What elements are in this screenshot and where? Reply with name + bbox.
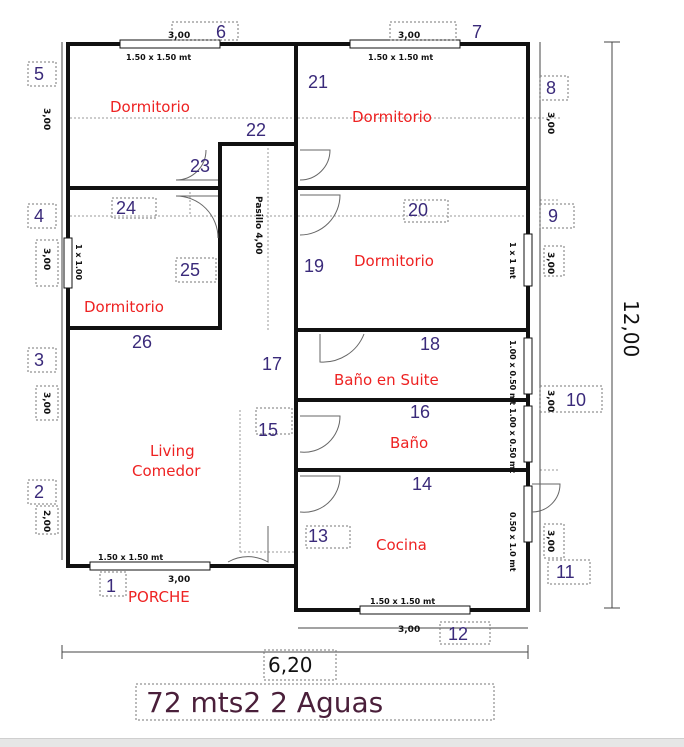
ref-number-26: 26 xyxy=(132,332,152,352)
window-label-bano: 1.00 x 0.50 mt xyxy=(508,408,517,473)
ref-number-3: 3 xyxy=(34,350,44,370)
ref-number-15: 15 xyxy=(258,420,278,440)
pasillo-label: Pasillo 4,00 xyxy=(253,196,263,255)
ref-number-6: 6 xyxy=(216,22,226,42)
dim-top-left: 3,00 xyxy=(168,31,190,41)
dim-left-bottom: 2,00 xyxy=(41,510,51,532)
dim-left-lower: 3,00 xyxy=(41,392,51,414)
ref-number-16: 16 xyxy=(410,402,430,422)
ref-number-7: 7 xyxy=(472,22,482,42)
ref-number-23: 23 xyxy=(190,156,210,176)
dim-top-right: 3,00 xyxy=(398,31,420,41)
dim-porche: 3,00 xyxy=(168,575,190,585)
room-living: Living xyxy=(150,442,195,460)
ref-number-24: 24 xyxy=(116,198,136,218)
footer-title: 72 mts2 2 Aguas xyxy=(146,686,383,719)
room-bano-suite: Baño en Suite xyxy=(334,371,439,389)
window-label-suite: 1.00 x 0.50 mt xyxy=(508,340,517,405)
ref-number-14: 14 xyxy=(412,474,432,494)
ref-number-13: 13 xyxy=(308,526,328,546)
window-label-living: 1.50 x 1.50 mt xyxy=(98,553,163,562)
ref-number-20: 20 xyxy=(408,200,428,220)
room-porche: PORCHE xyxy=(128,588,190,606)
ref-number-11: 11 xyxy=(556,562,575,582)
ref-number-8: 8 xyxy=(546,78,556,98)
walls xyxy=(66,42,530,612)
room-comedor: Comedor xyxy=(132,462,201,480)
ref-number-25: 25 xyxy=(180,260,200,280)
doors xyxy=(175,149,561,563)
window-label-top-left: 1.50 x 1.50 mt xyxy=(126,53,191,62)
ref-number-9: 9 xyxy=(548,206,558,226)
ref-number-5: 5 xyxy=(34,64,44,84)
reference-numbers: 1 2 3 4 5 6 7 8 9 10 11 12 13 14 15 16 1… xyxy=(34,22,586,644)
window-label-top-right: 1.50 x 1.50 mt xyxy=(368,53,433,62)
room-dormitorio-e: Dormitorio xyxy=(354,252,434,270)
room-bano: Baño xyxy=(390,434,428,452)
window-label-dorm-e: 1 x 1 mt xyxy=(508,242,517,279)
dim-right-lower: 3,00 xyxy=(545,390,555,412)
room-dormitorio-w: Dormitorio xyxy=(84,298,164,316)
bottom-strip xyxy=(0,738,684,747)
dimension-labels: 3,00 3,00 3,00 3,00 3,00 3,00 3,00 2,00 … xyxy=(41,31,643,677)
ref-number-22: 22 xyxy=(246,120,266,140)
room-dormitorio-nw: Dormitorio xyxy=(110,98,190,116)
dim-left-upper: 3,00 xyxy=(41,108,51,130)
window-label-cocina-e: 0.50 x 1.0 mt xyxy=(508,512,517,572)
ref-number-2: 2 xyxy=(34,482,44,502)
reference-lines xyxy=(70,117,560,553)
overall-dimension-lines xyxy=(61,41,620,659)
ref-number-1: 1 xyxy=(106,576,116,596)
window-labels: 1.50 x 1.50 mt 1.50 x 1.50 mt 1.50 x 1.5… xyxy=(74,53,517,606)
ref-number-12: 12 xyxy=(448,624,468,644)
dim-bottom-right: 3,00 xyxy=(398,625,420,635)
windows xyxy=(63,39,533,615)
room-cocina: Cocina xyxy=(376,536,427,554)
window-label-dorm-w: 1 x 1.00 xyxy=(74,244,83,280)
room-labels: Dormitorio Dormitorio Dormitorio Dormito… xyxy=(84,98,439,606)
dim-left-mid: 3,00 xyxy=(41,248,51,270)
number-boxes xyxy=(27,21,603,721)
ref-number-4: 4 xyxy=(34,206,44,226)
dim-right-upper: 3,00 xyxy=(545,112,555,134)
ref-number-21: 21 xyxy=(308,72,328,92)
dim-right-bottom: 3,00 xyxy=(545,530,555,552)
total-height: 12,00 xyxy=(619,300,643,357)
ref-number-18: 18 xyxy=(420,334,440,354)
dim-right-mid: 3,00 xyxy=(545,252,555,274)
ref-number-10: 10 xyxy=(566,390,586,410)
ref-number-19: 19 xyxy=(304,256,324,276)
ref-number-17: 17 xyxy=(262,354,282,374)
room-dormitorio-ne: Dormitorio xyxy=(352,108,432,126)
window-label-cocina: 1.50 x 1.50 mt xyxy=(370,597,435,606)
total-width: 6,20 xyxy=(268,653,313,677)
